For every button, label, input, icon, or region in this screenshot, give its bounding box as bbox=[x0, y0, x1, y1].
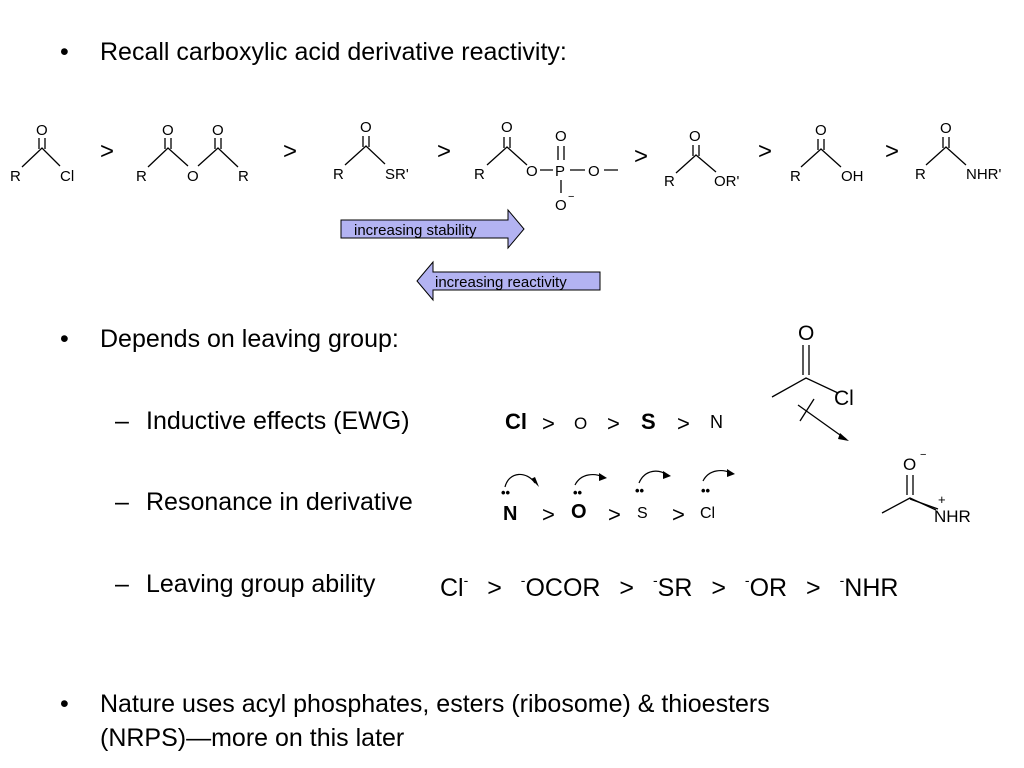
greater-than: > bbox=[634, 143, 648, 170]
atom-O: O bbox=[501, 119, 513, 136]
atom-OR: OR' bbox=[714, 173, 740, 190]
atom-O: O bbox=[555, 197, 567, 214]
stability-label: increasing stability bbox=[354, 222, 477, 239]
bullet-nature-line2: (NRPS)—more on this later bbox=[100, 724, 405, 752]
acyl-O: O bbox=[798, 322, 814, 345]
atom-O: O bbox=[555, 128, 567, 145]
atom-R: R bbox=[136, 168, 147, 185]
dash-marker: – bbox=[115, 407, 129, 435]
increasing-stability-arrow: increasing stability bbox=[340, 208, 525, 250]
greater-than: > bbox=[542, 411, 555, 436]
resonance-item: N bbox=[503, 503, 517, 525]
inductive-item: O bbox=[574, 414, 587, 433]
bullet-marker: • bbox=[60, 38, 69, 66]
atom-O: O bbox=[162, 122, 174, 139]
atom-R: R bbox=[238, 168, 249, 185]
resonance-series: •• •• •• •• N > O > S > Cl bbox=[501, 469, 735, 527]
atom-O: O bbox=[815, 122, 827, 139]
lone-pair: •• bbox=[501, 485, 511, 500]
atom-R: R bbox=[10, 168, 21, 185]
sub-leaving-ability: Leaving group ability bbox=[146, 570, 376, 598]
atom-SR: SR' bbox=[385, 166, 409, 183]
dash-marker: – bbox=[115, 570, 129, 598]
greater-than: > bbox=[806, 574, 821, 602]
lg-item: -NHR bbox=[839, 572, 899, 602]
acyl-structures: O Cl O − + NHR bbox=[771, 322, 971, 526]
charge-minus: − bbox=[568, 191, 574, 203]
atom-O: O bbox=[940, 120, 952, 137]
greater-than: > bbox=[619, 574, 635, 602]
atom-Cl: Cl bbox=[60, 168, 74, 185]
greater-than: > bbox=[542, 502, 555, 527]
atom-R: R bbox=[790, 168, 801, 185]
sub-inductive: Inductive effects (EWG) bbox=[146, 407, 410, 435]
lg-item: -OCOR bbox=[520, 572, 601, 602]
atom-OH: OH bbox=[841, 168, 864, 185]
lone-pair: •• bbox=[635, 483, 645, 498]
atom-R: R bbox=[474, 166, 485, 183]
greater-than: > bbox=[885, 138, 899, 165]
amide-minus: − bbox=[920, 449, 926, 461]
greater-than: > bbox=[711, 574, 726, 602]
inductive-series: Cl > O > S > N bbox=[505, 409, 723, 436]
bullet-nature-line1: Nature uses acyl phosphates, esters (rib… bbox=[100, 690, 770, 718]
amide-NHR: NHR bbox=[934, 507, 971, 526]
bullet-marker: • bbox=[60, 325, 69, 353]
greater-than: > bbox=[283, 138, 297, 165]
atom-NHR: NHR' bbox=[966, 166, 1001, 183]
resonance-item: O bbox=[571, 501, 587, 523]
inductive-item: S bbox=[641, 409, 656, 434]
resonance-item: Cl bbox=[700, 505, 715, 522]
greater-than: > bbox=[672, 502, 685, 527]
atom-P: P bbox=[555, 163, 565, 180]
bullet-leaving-group: Depends on leaving group: bbox=[100, 325, 399, 353]
lone-pair: •• bbox=[701, 483, 711, 498]
acyl-Cl: Cl bbox=[834, 387, 854, 410]
atom-O: O bbox=[588, 163, 600, 180]
sub-resonance: Resonance in derivative bbox=[146, 488, 413, 516]
atom-R: R bbox=[664, 173, 675, 190]
inductive-item: Cl bbox=[505, 409, 527, 434]
atom-O: O bbox=[187, 168, 199, 185]
bullet-marker: • bbox=[60, 690, 69, 718]
greater-than: > bbox=[677, 411, 690, 436]
atom-R: R bbox=[333, 166, 344, 183]
greater-than: > bbox=[608, 502, 621, 527]
greater-than: > bbox=[100, 138, 114, 165]
lone-pair: •• bbox=[573, 485, 583, 500]
bullet-reactivity-heading: Recall carboxylic acid derivative reacti… bbox=[100, 38, 567, 66]
atom-R: R bbox=[915, 166, 926, 183]
resonance-item: S bbox=[637, 505, 648, 522]
reactivity-label: increasing reactivity bbox=[435, 274, 567, 291]
lg-item: Cl- bbox=[440, 572, 469, 602]
greater-than: > bbox=[437, 138, 451, 165]
greater-than: > bbox=[607, 411, 620, 436]
atom-O: O bbox=[360, 119, 372, 136]
greater-than: > bbox=[758, 138, 772, 165]
atom-O: O bbox=[212, 122, 224, 139]
dash-marker: – bbox=[115, 488, 129, 516]
lg-item: -SR bbox=[652, 572, 693, 602]
amide-O: O bbox=[903, 455, 916, 474]
atom-O: O bbox=[526, 163, 538, 180]
reactivity-series-diagram: R O Cl R O O O R R O SR' R O O O P O O −… bbox=[10, 119, 1001, 214]
atom-O: O bbox=[689, 128, 701, 145]
atom-O: O bbox=[36, 122, 48, 139]
leaving-group-series: Cl- > -OCOR > -SR > -OR > -NHR bbox=[440, 572, 899, 603]
inductive-item: N bbox=[710, 412, 723, 432]
lg-item: -OR bbox=[744, 572, 788, 602]
greater-than: > bbox=[487, 574, 502, 602]
amide-plus: + bbox=[938, 492, 946, 507]
increasing-reactivity-arrow: increasing reactivity bbox=[416, 260, 601, 302]
